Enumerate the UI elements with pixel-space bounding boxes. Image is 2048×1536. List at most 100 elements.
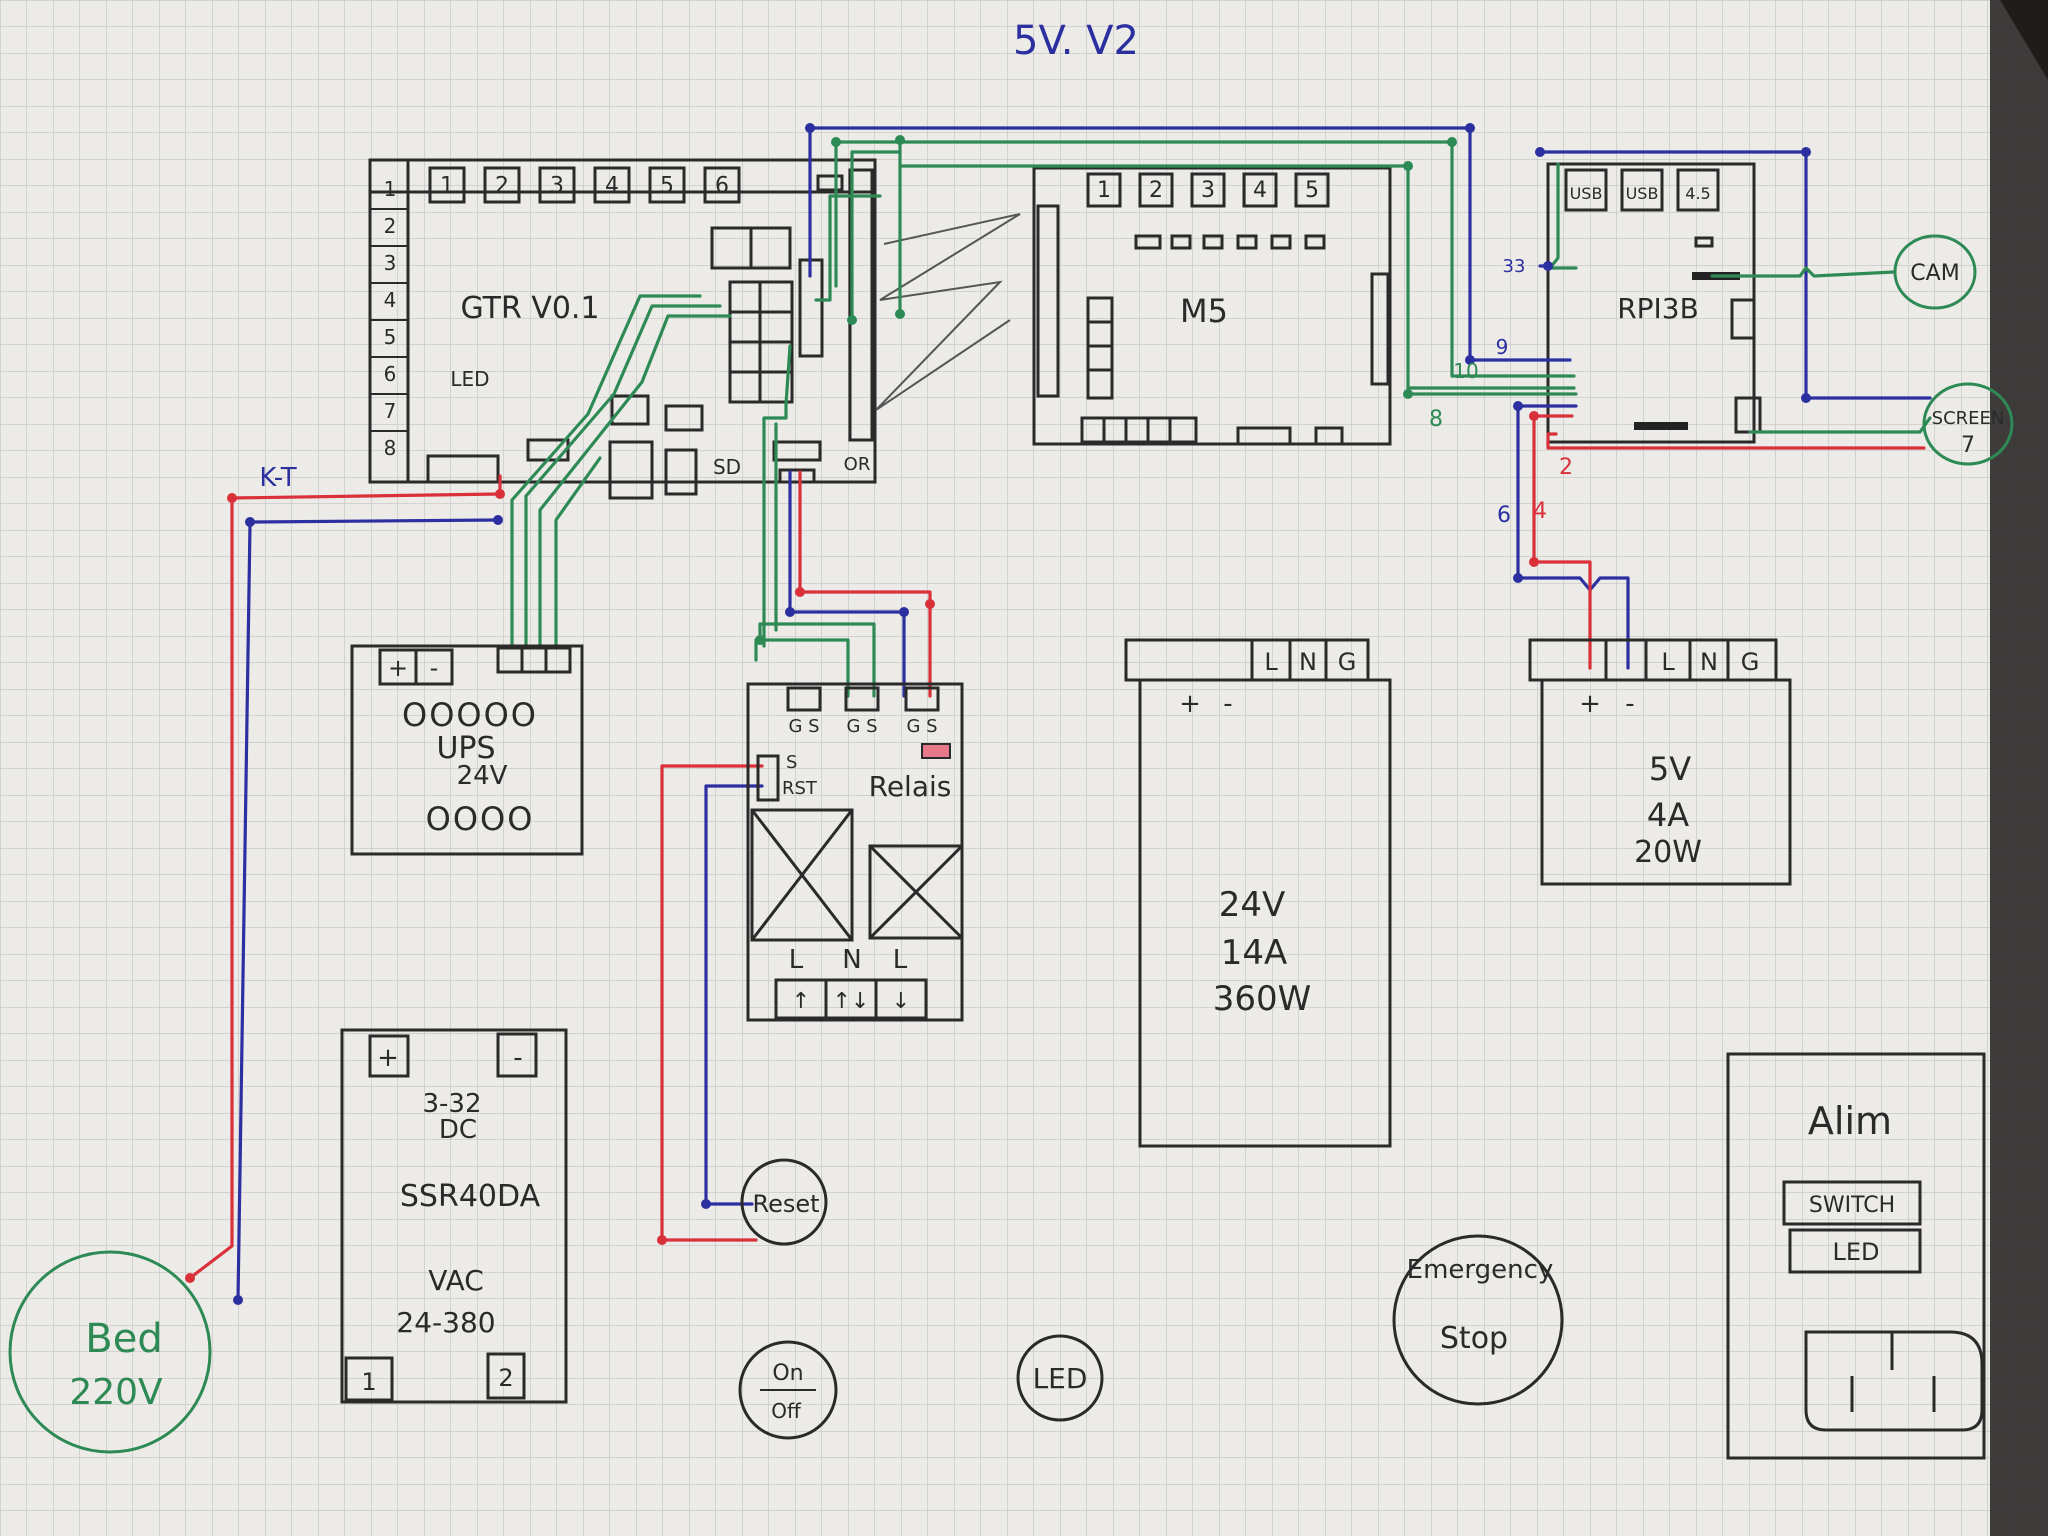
ups-row1: OOOOO — [402, 696, 538, 734]
relais-gs-label-3: G S — [906, 716, 937, 737]
wire-green-ups-4 — [554, 456, 602, 650]
on-off-switch — [738, 1340, 838, 1440]
relais-s: S — [786, 752, 797, 773]
psu-24v-minus: - — [1223, 689, 1232, 719]
psu-5v-current: 4A — [1647, 796, 1689, 834]
rpi-port-3 — [1676, 168, 1720, 212]
m5-port-label-2: 2 — [1149, 178, 1163, 203]
label-10: 10 — [1453, 359, 1478, 383]
relais-arrow-1: ↑ — [792, 989, 810, 1014]
label-4: 4 — [1533, 499, 1547, 524]
ssr-vac-range: 24-380 — [396, 1306, 495, 1339]
psu-24v-plus: + — [1179, 689, 1201, 719]
psu-5v-plus: + — [1579, 689, 1601, 719]
gtr-board-label: GTR V0.1 — [460, 291, 599, 326]
psu-24v-terminal-L: L — [1264, 648, 1278, 676]
gtr-top-port-1 — [428, 166, 466, 204]
relais-rst: RST — [782, 778, 818, 799]
board-gap-scribble — [875, 213, 1021, 411]
wire-green-rpi-cam — [1548, 162, 1578, 270]
relais-title: Relais — [869, 770, 952, 803]
wire-blue-relais — [788, 470, 906, 698]
relais-gs-label-1: G S — [788, 716, 819, 737]
junction-dot-31 — [899, 607, 909, 617]
junction-dot-21 — [1513, 401, 1523, 411]
ups-title: UPS — [436, 731, 495, 766]
stop-label: Stop — [1440, 1321, 1508, 1356]
psu-24v-current: 14A — [1221, 933, 1288, 973]
ssr-plus: + — [377, 1043, 399, 1073]
relais-term-2: N — [842, 945, 861, 975]
junction-dot-6 — [1403, 161, 1413, 171]
ssr-terminal-1: 1 — [361, 1368, 376, 1396]
wire-junction-dots — [185, 123, 1811, 1305]
bed-circle — [8, 1250, 212, 1454]
emergency-stop — [1392, 1234, 1564, 1406]
label-kt: K-T — [259, 463, 296, 493]
junction-dot-23 — [1513, 573, 1523, 583]
psu-24v-power: 360W — [1213, 979, 1312, 1019]
emergency-label: Emergency — [1407, 1255, 1554, 1285]
gtr-side-port-8: 8 — [384, 436, 397, 460]
gtr-top-port-4 — [593, 166, 631, 204]
rpi-board-label: RPI3B — [1617, 292, 1699, 325]
gtr-led-label: LED — [450, 367, 489, 391]
psu-24v-terminal-N: N — [1299, 648, 1317, 676]
relais-led — [921, 743, 951, 759]
alim-led: LED — [1832, 1238, 1879, 1266]
gtr-top-port-label-1: 1 — [440, 173, 454, 198]
psu-24v-voltage: 24V — [1219, 885, 1286, 925]
rpi-port-2 — [1620, 168, 1664, 212]
relais-arrow-2: ↑↓ — [833, 989, 870, 1014]
psu-5v-voltage: 5V — [1649, 750, 1691, 788]
rpi-board — [1546, 162, 1762, 444]
psu-5v-terminal-G: G — [1741, 648, 1760, 676]
junction-dot-5 — [1447, 137, 1457, 147]
gtr-side-port-1: 1 — [384, 177, 397, 201]
alim-switch: SWITCH — [1809, 1193, 1895, 1218]
junction-dot-28 — [785, 607, 795, 617]
gtr-board — [368, 158, 877, 500]
junction-dot-27 — [755, 635, 765, 645]
psu-24v-box — [1124, 638, 1392, 1148]
junction-dot-25 — [895, 309, 905, 319]
off-label: Off — [771, 1399, 802, 1423]
m5-port-label-1: 1 — [1097, 178, 1111, 203]
junction-dot-9 — [1535, 147, 1545, 157]
junction-dot-19 — [657, 1235, 667, 1245]
gtr-or-label: OR — [844, 454, 871, 475]
m5-board — [1032, 166, 1392, 446]
m5-board-label: M5 — [1180, 292, 1228, 330]
wire-blue-rpi-screen — [1538, 150, 1932, 400]
screen-circle — [1922, 382, 2014, 466]
label-8: 8 — [1429, 407, 1443, 432]
gtr-top-port-label-5: 5 — [660, 173, 674, 198]
gtr-side-port-3: 3 — [384, 251, 397, 275]
junction-dot-10 — [1801, 147, 1811, 157]
m5-port-4 — [1242, 172, 1278, 208]
wire-red-screen — [1546, 432, 1926, 450]
rpi-port-label-1: USB — [1570, 184, 1603, 203]
wire-green-cam — [1710, 266, 1896, 278]
junction-dot-29 — [795, 587, 805, 597]
reset-button — [740, 1158, 828, 1246]
alim-title: Alim — [1808, 1099, 1892, 1143]
gtr-top-port-5 — [648, 166, 686, 204]
bed-voltage: 220V — [69, 1372, 163, 1413]
junction-dot-17 — [185, 1273, 195, 1283]
on-label: On — [772, 1361, 803, 1386]
wire-green-relais-1 — [758, 622, 876, 698]
relais-gs-label-2: G S — [846, 716, 877, 737]
junction-dot-30 — [925, 599, 935, 609]
ssr-minus: - — [513, 1043, 522, 1073]
cam-label: CAM — [1910, 261, 1959, 286]
relais-term-3: L — [893, 945, 908, 975]
junction-dot-18 — [233, 1295, 243, 1305]
junction-dot-15 — [495, 489, 505, 499]
gtr-top-port-6 — [703, 166, 741, 204]
